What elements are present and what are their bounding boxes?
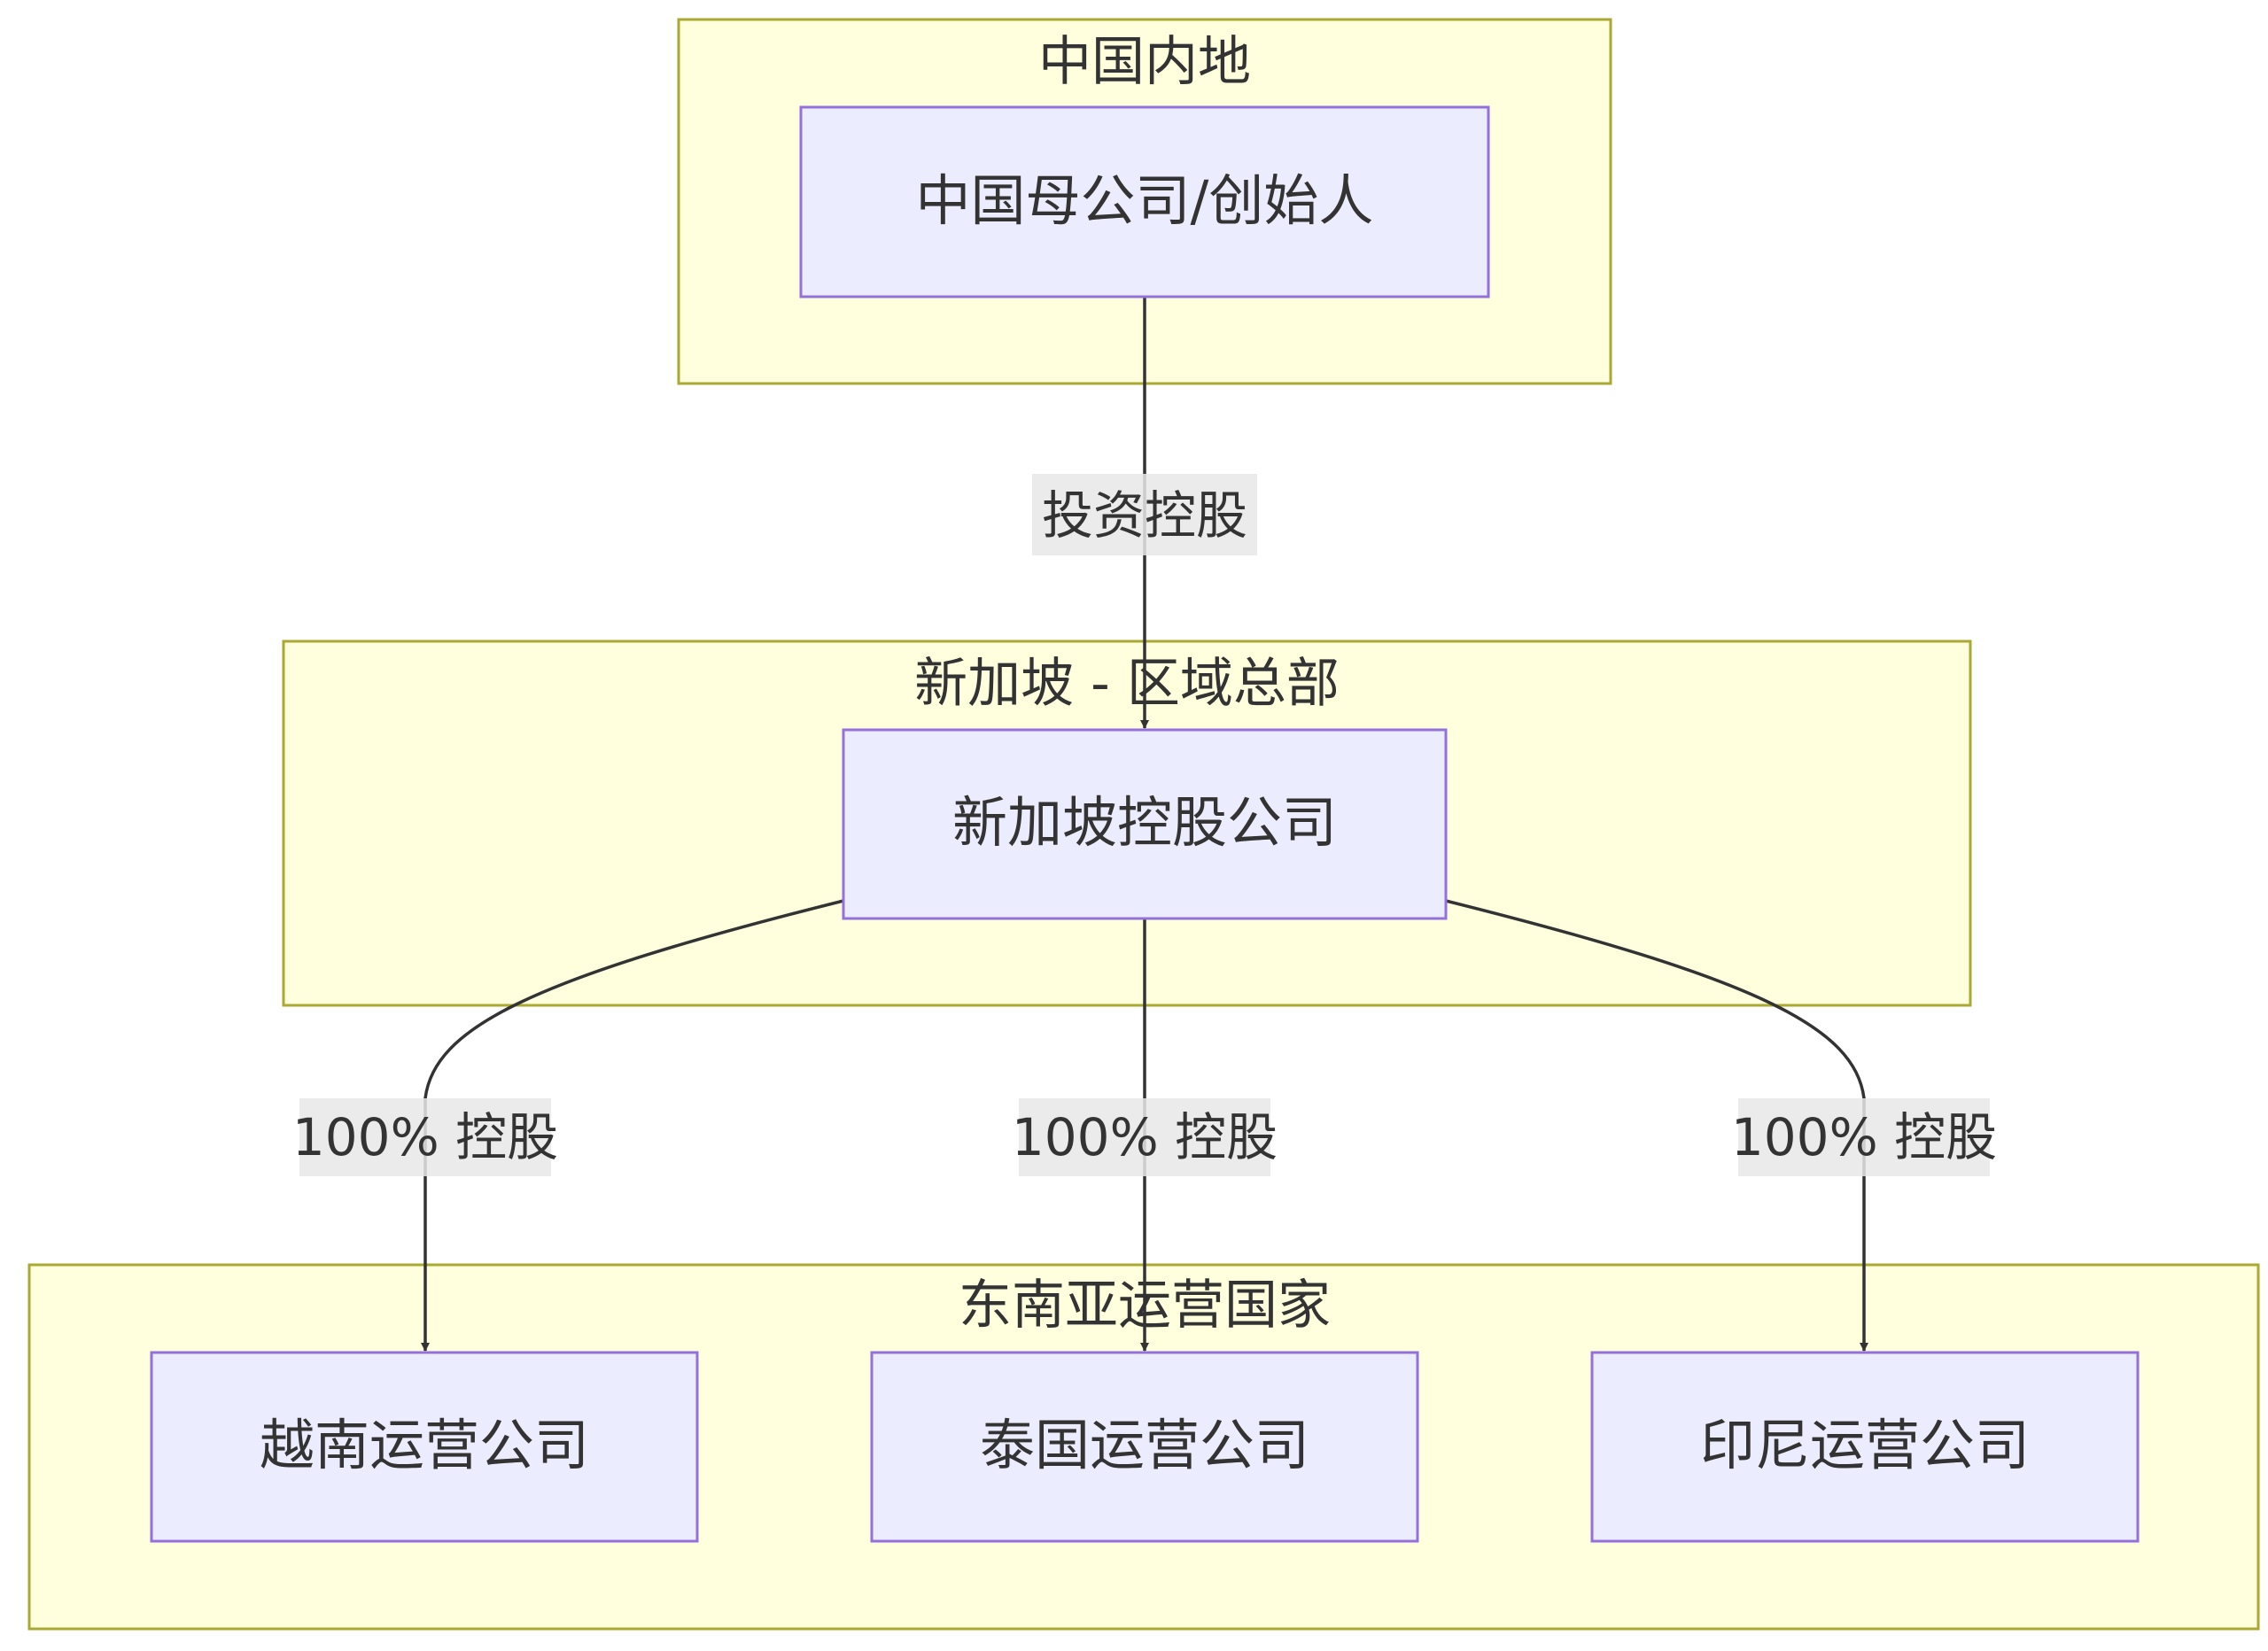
node-indonesia-operations-label: 印尼运营公司 xyxy=(1700,1413,2030,1477)
edge-label-vietnam: 100% 控股 xyxy=(292,1098,558,1176)
edge-to-indonesia xyxy=(1445,899,1868,1352)
node-singapore-holding-label: 新加坡控股公司 xyxy=(952,790,1337,855)
node-china-parent-label: 中国母公司/创始人 xyxy=(916,168,1374,233)
cluster-singapore-hq-label: 新加坡 - 区域总部 xyxy=(914,653,1340,715)
cluster-china-mainland-label: 中国内地 xyxy=(1038,31,1251,93)
node-singapore-holding: 新加坡控股公司 xyxy=(842,728,1448,920)
edge-to-vietnam xyxy=(421,899,844,1352)
node-vietnam-operations-label: 越南运营公司 xyxy=(260,1413,589,1477)
edge-label-thailand: 100% 控股 xyxy=(1012,1098,1278,1176)
edge-label-invest: 投资控股 xyxy=(1032,474,1257,555)
node-thailand-operations: 泰国运营公司 xyxy=(870,1351,1419,1543)
node-thailand-operations-label: 泰国运营公司 xyxy=(980,1413,1309,1477)
edge-label-indonesia-text: 100% 控股 xyxy=(1731,1107,1997,1167)
node-indonesia-operations: 印尼运营公司 xyxy=(1590,1351,2140,1543)
node-china-parent: 中国母公司/创始人 xyxy=(799,105,1490,298)
edge-label-vietnam-text: 100% 控股 xyxy=(292,1107,558,1167)
edge-label-invest-text: 投资控股 xyxy=(1042,485,1247,546)
node-vietnam-operations: 越南运营公司 xyxy=(150,1351,699,1543)
edge-label-thailand-text: 100% 控股 xyxy=(1012,1107,1278,1167)
edge-label-indonesia: 100% 控股 xyxy=(1731,1098,1997,1176)
